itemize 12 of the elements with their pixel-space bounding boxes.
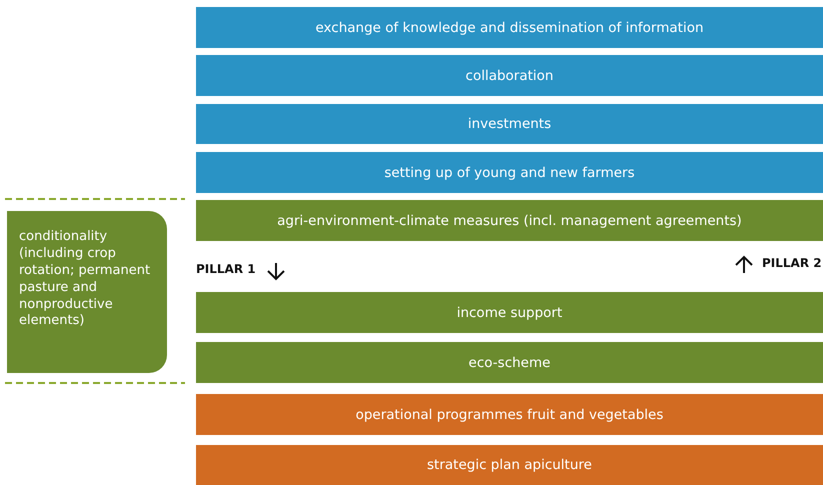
measure-bar: agri-environment-climate measures (incl. management agreements) xyxy=(196,200,823,241)
measure-bar: operational programmes fruit and vegetables xyxy=(196,394,823,435)
pillar-label: PILLAR 2 xyxy=(762,256,822,270)
measure-bar: collaboration xyxy=(196,55,823,96)
pillar-label: PILLAR 1 xyxy=(196,262,256,276)
measure-bar: setting up of young and new farmers xyxy=(196,152,823,193)
measure-bar: income support xyxy=(196,292,823,333)
measure-bar: exchange of knowledge and dissemination of information xyxy=(196,7,823,48)
conditionality-box: conditionality (including crop rotation; permanent pasture and nonproductive elements) xyxy=(7,211,167,373)
measure-bar: investments xyxy=(196,104,823,144)
measure-bar: eco-scheme xyxy=(196,342,823,383)
measure-bar: strategic plan apiculture xyxy=(196,445,823,485)
